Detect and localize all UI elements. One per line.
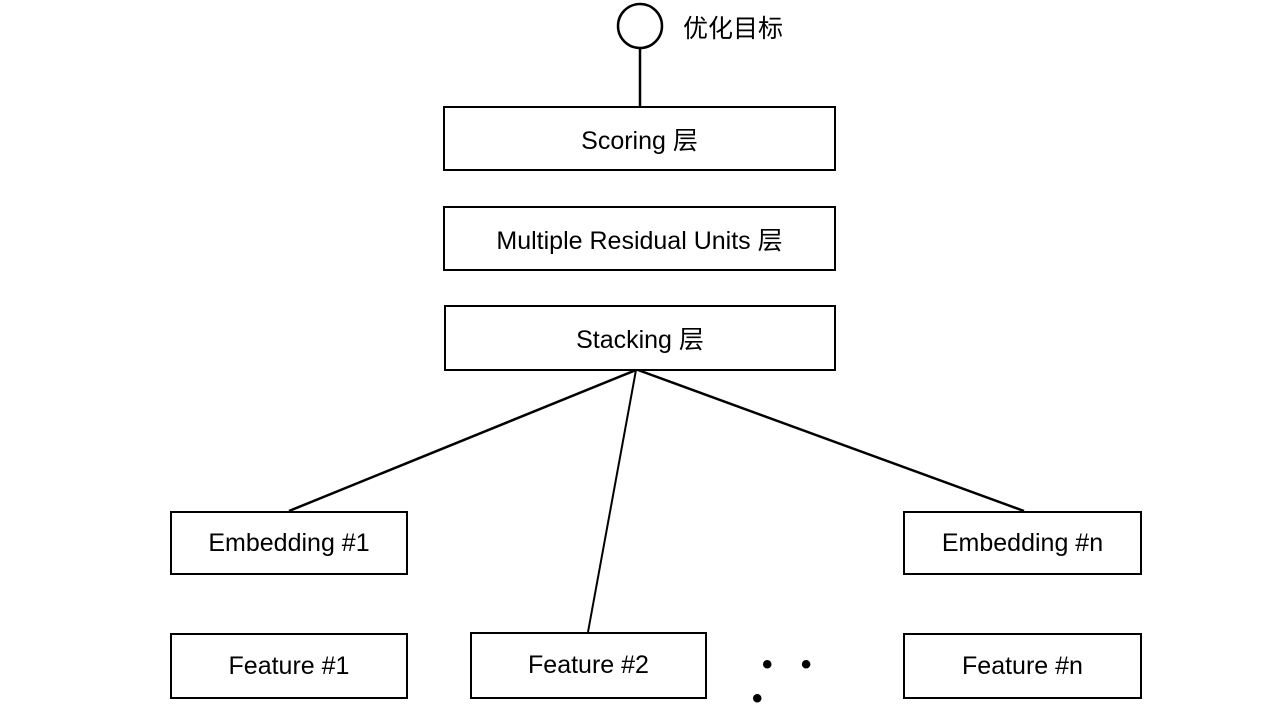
edge-stacking-to-embedding1 [288,368,637,513]
feature-2-label: Feature #2 [528,651,649,679]
optimization-target-label: 优化目标 [683,15,784,43]
scoring-layer-box: Scoring 层 [443,106,836,171]
edge-stacking-to-feature2 [587,369,637,633]
feature-2-box: Feature #2 [470,632,707,699]
residual-units-layer-box: Multiple Residual Units 层 [443,206,836,271]
feature-1-label: Feature #1 [228,651,350,680]
stacking-layer-box: Stacking 层 [444,305,836,371]
optimization-target-circle [616,2,664,50]
stacking-layer-label: Stacking 层 [576,326,704,354]
embedding-1-label: Embedding #1 [208,528,370,557]
scoring-layer-label: Scoring 层 [581,126,698,155]
ellipsis-dots: • • • [752,648,822,714]
residual-units-layer-label: Multiple Residual Units 层 [496,226,783,255]
embedding-n-label: Embedding #n [941,528,1104,557]
embedding-1-box: Embedding #1 [170,511,408,575]
feature-n-box: Feature #n [903,633,1142,699]
embedding-n-box: Embedding #n [903,511,1142,575]
feature-1-box: Feature #1 [170,633,408,699]
feature-n-label: Feature #n [962,651,1083,680]
edge-stacking-to-embeddingn [637,368,1025,513]
